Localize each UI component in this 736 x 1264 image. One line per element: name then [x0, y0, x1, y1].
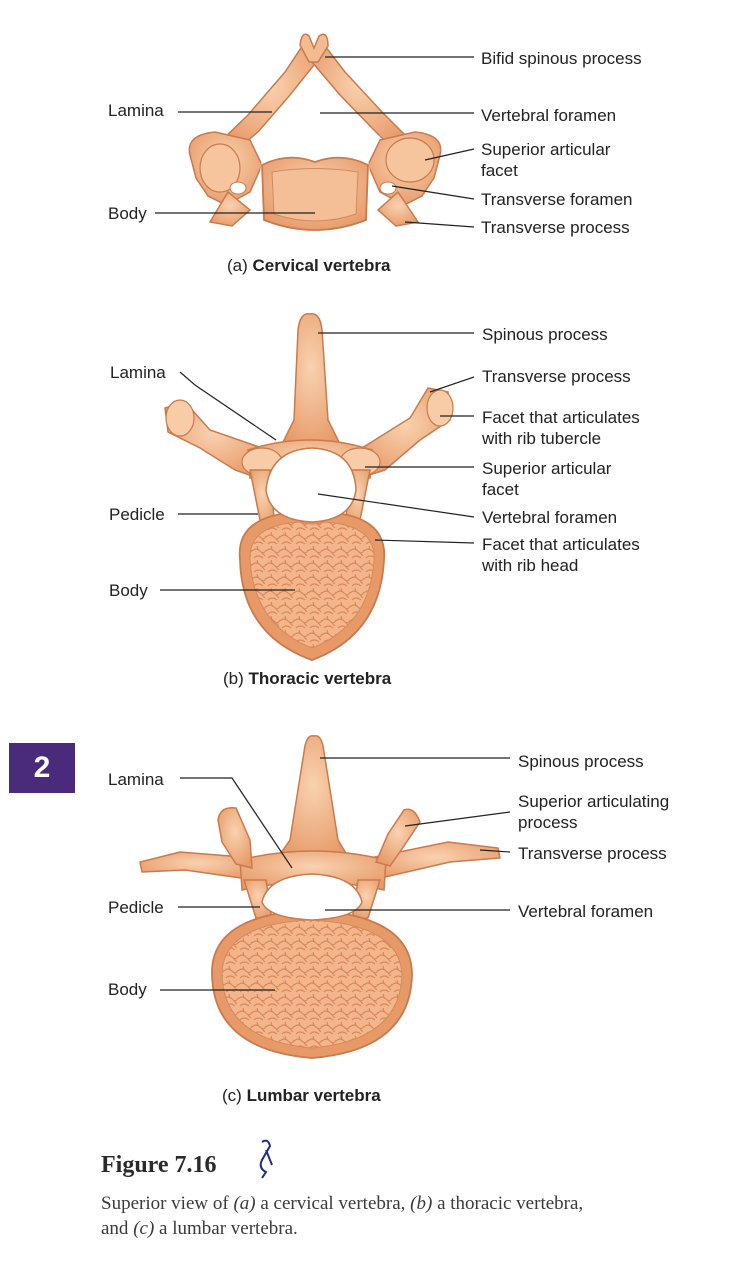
chapter-tab: 2 — [9, 743, 75, 793]
label-lumbar-body: Body — [108, 980, 147, 999]
label-thoracic-superior-articular-facet-line2: facet — [482, 480, 519, 499]
label-cervical-transverse-process: Transverse process — [481, 218, 630, 237]
figure-desc-part: Superior view of — [101, 1193, 234, 1214]
label-transverse-foramen: Transverse foramen — [481, 190, 633, 209]
lumbar-vertebra-drawing — [139, 735, 501, 1059]
thoracic-spinous-shape — [278, 313, 344, 449]
figure-desc-letter-b: (b) — [410, 1193, 433, 1214]
figure-desc-letter-a: (a) — [233, 1193, 256, 1214]
label-thoracic-pedicle: Pedicle — [109, 505, 165, 524]
thoracic-vertebra-drawing — [164, 313, 454, 661]
figure-desc-part: a thoracic vertebra, — [432, 1193, 584, 1214]
handwritten-pen-mark — [259, 1139, 273, 1179]
label-cervical-superior-articular-facet-line1: Superior articular — [481, 140, 611, 159]
lumbar-spinous-shape — [274, 735, 352, 861]
cervical-leader-lines — [155, 56, 475, 228]
figure-desc-part: and — [101, 1218, 134, 1239]
label-thoracic-vertebral-foramen: Vertebral foramen — [482, 508, 618, 527]
label-bifid-spinous-process: Bifid spinous process — [481, 49, 642, 68]
lumbar-leader-lines — [160, 757, 511, 991]
label-lumbar-transverse-process: Transverse process — [518, 844, 667, 863]
label-thoracic-transverse-process: Transverse process — [482, 367, 631, 386]
figure-title: Figure 7.16 — [101, 1152, 217, 1178]
cervical-vertebra-drawing — [188, 33, 442, 231]
caption-lumbar: (c) Lumbar vertebra — [222, 1086, 381, 1106]
caption-lumbar-name: Lumbar vertebra — [246, 1086, 381, 1105]
caption-thoracic: (b) Thoracic vertebra — [223, 669, 391, 689]
label-thoracic-lamina: Lamina — [110, 363, 166, 382]
label-facet-rib-head-line2: with rib head — [482, 556, 579, 575]
label-facet-rib-head-line1: Facet that articulates — [482, 535, 640, 554]
caption-thoracic-name: Thoracic vertebra — [248, 669, 392, 688]
label-superior-articulating-process-line2: process — [518, 813, 578, 832]
caption-thoracic-letter: (b) — [223, 669, 244, 688]
label-lumbar-pedicle: Pedicle — [108, 898, 164, 917]
caption-cervical-name: Cervical vertebra — [252, 256, 391, 275]
thoracic-leader-lines — [160, 332, 475, 591]
lumbar-vertebral-foramen-shape — [261, 873, 363, 921]
cervical-bifid-spinous-shape — [299, 33, 329, 63]
label-facet-rib-tubercle-line1: Facet that articulates — [482, 408, 640, 427]
figure-desc-part: a lumbar vertebra. — [154, 1218, 298, 1239]
label-facet-rib-tubercle-line2: with rib tubercle — [482, 429, 602, 448]
label-cervical-body: Body — [108, 204, 147, 223]
figure-desc-part: a cervical vertebra, — [255, 1193, 411, 1214]
label-thoracic-superior-articular-facet-line1: Superior articular — [482, 459, 612, 478]
caption-lumbar-letter: (c) — [222, 1086, 242, 1105]
label-cervical-lamina: Lamina — [108, 101, 164, 120]
thoracic-vertebral-foramen-shape — [265, 447, 357, 523]
label-lumbar-lamina: Lamina — [108, 770, 164, 789]
figure-desc-letter-c: (c) — [133, 1218, 155, 1239]
label-superior-articulating-process-line1: Superior articulating — [518, 792, 670, 811]
caption-cervical-letter: (a) — [227, 256, 248, 275]
caption-cervical: (a) Cervical vertebra — [227, 256, 391, 276]
figure-description: Superior view of (a) a cervical vertebra… — [101, 1191, 701, 1241]
label-lumbar-spinous-process: Spinous process — [518, 752, 644, 771]
label-cervical-vertebral-foramen: Vertebral foramen — [481, 106, 617, 125]
label-lumbar-vertebral-foramen: Vertebral foramen — [518, 902, 654, 921]
label-thoracic-body: Body — [109, 581, 148, 600]
label-cervical-superior-articular-facet-line2: facet — [481, 161, 518, 180]
label-thoracic-spinous-process: Spinous process — [482, 325, 608, 344]
